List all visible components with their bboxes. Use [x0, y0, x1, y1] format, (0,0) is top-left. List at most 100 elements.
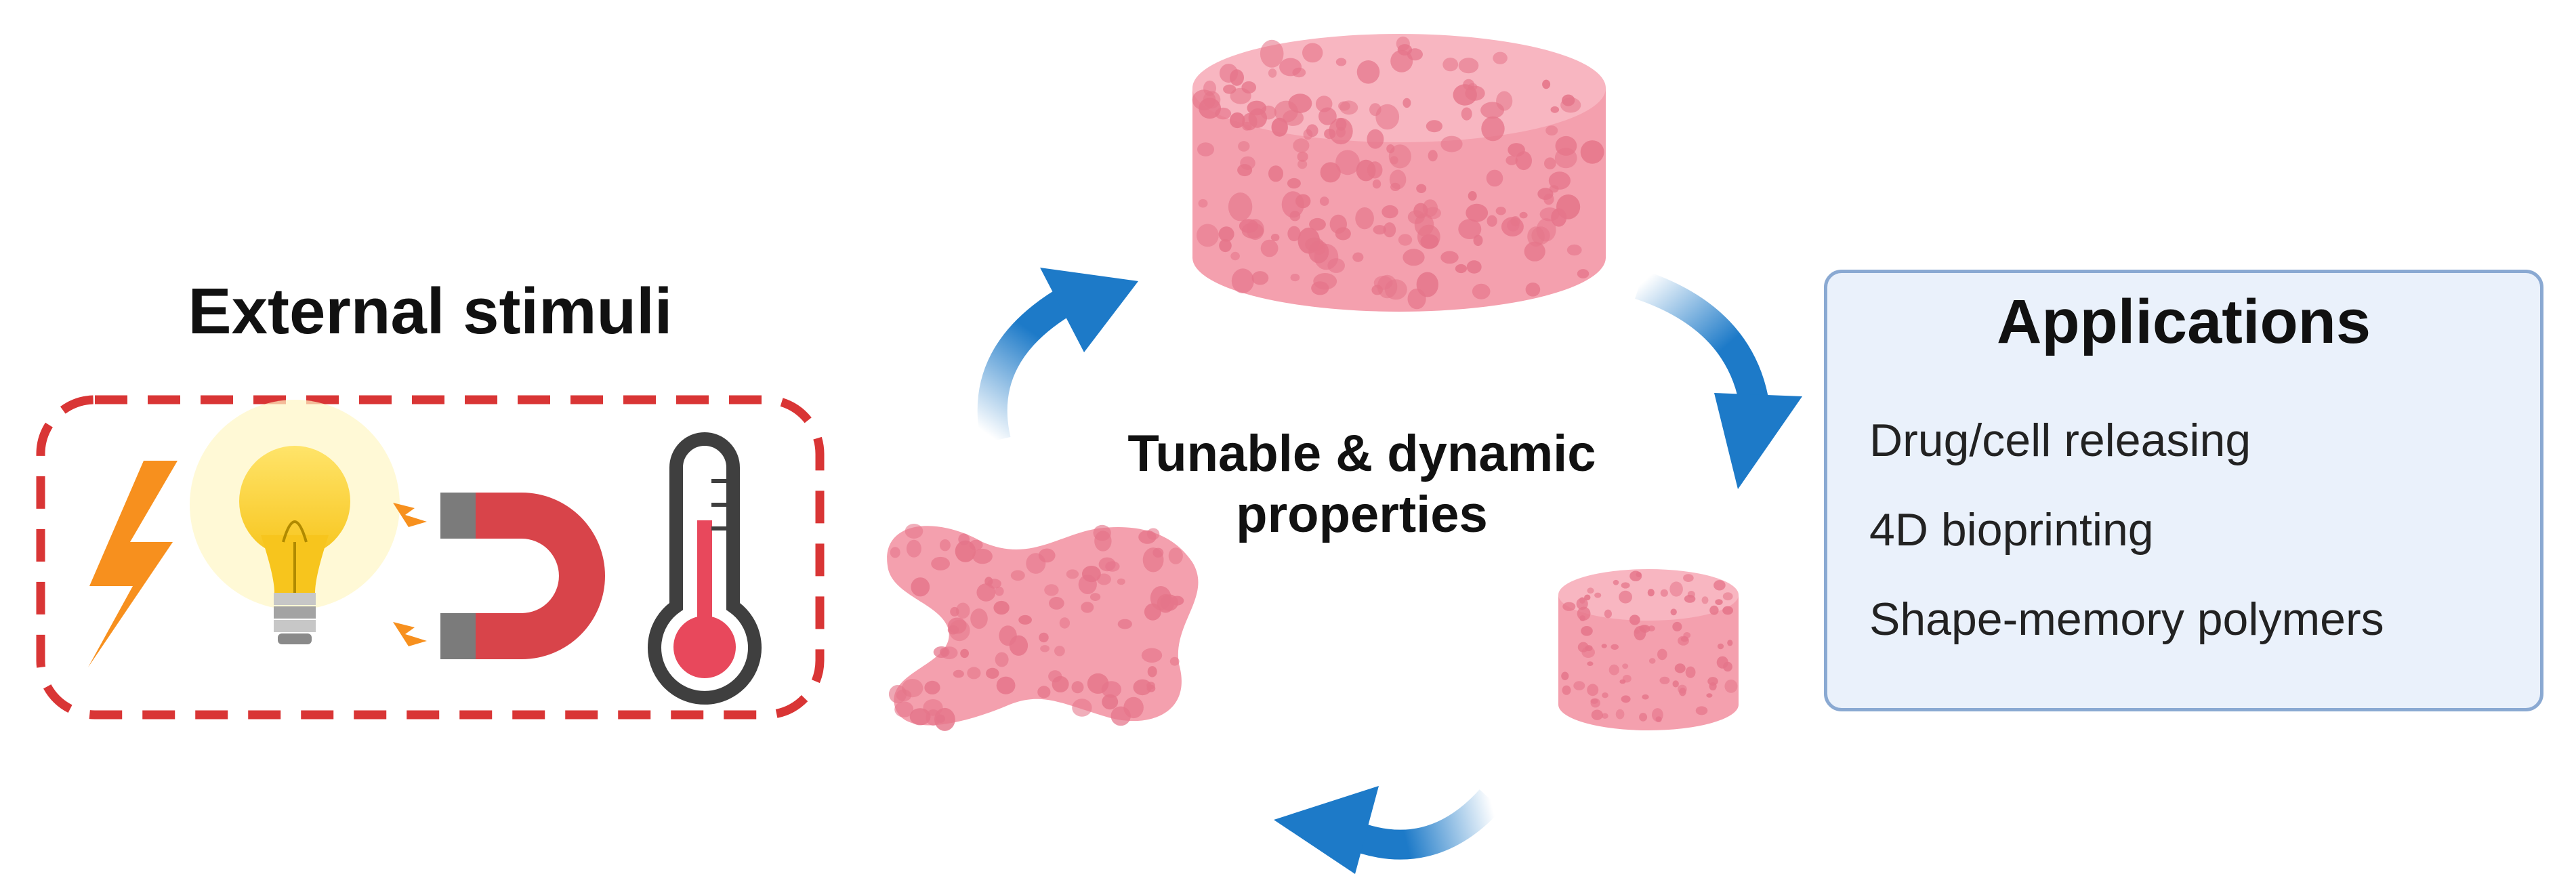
scaffold-pore	[902, 679, 923, 698]
scaffold-pore	[1636, 572, 1642, 577]
scaffold-pore	[1621, 582, 1630, 589]
scaffold-pore	[1293, 138, 1310, 153]
scaffold-pore	[1150, 586, 1171, 610]
scaffold-pore	[1587, 587, 1594, 594]
scaffold-pore	[1251, 271, 1269, 285]
scaffold-pore	[1543, 193, 1554, 205]
scaffold-pore	[1308, 241, 1329, 264]
cycle-label-line1: Tunable & dynamic	[1127, 425, 1596, 482]
scaffold-pore	[1168, 547, 1183, 564]
scaffold-pore	[1306, 124, 1318, 138]
scaffold-pore	[958, 533, 970, 545]
scaffold-pore	[1302, 43, 1323, 63]
scaffold-pore	[1388, 144, 1411, 169]
scaffold-pore	[1670, 608, 1677, 616]
scaffold-pore	[1428, 150, 1438, 162]
scaffold-pore	[1389, 169, 1407, 190]
application-item: Shape-memory polymers	[1869, 594, 2384, 645]
scaffold-pore	[1048, 670, 1062, 683]
scaffold-pore	[1706, 693, 1713, 698]
scaffold-pore	[1390, 156, 1398, 165]
scaffold-pore	[1290, 274, 1300, 282]
scaffold-pore	[1420, 234, 1439, 249]
scaffold-pore	[1466, 260, 1482, 274]
scaffold-pore	[1545, 125, 1558, 136]
scaffold-pore	[1274, 100, 1298, 123]
scaffold-pore	[1629, 615, 1640, 625]
scaffold-pore	[1510, 216, 1520, 227]
scaffold-pore	[1044, 584, 1059, 596]
scaffold-pore	[987, 579, 1001, 589]
scaffold-pore	[1329, 214, 1348, 234]
scaffold-pore	[1659, 676, 1670, 684]
scaffold-pore	[1672, 680, 1679, 688]
scaffold-pore	[1260, 39, 1284, 68]
stimuli-frame	[36, 395, 825, 720]
scaffold-pore	[1622, 675, 1632, 683]
scaffold-pore	[1577, 642, 1589, 652]
scaffold-pore	[1524, 241, 1545, 262]
cycle-arrow-upper-left	[977, 268, 1138, 444]
lightning-bolt-icon	[88, 461, 178, 667]
scaffold-pore	[1093, 524, 1111, 541]
scaffold-pore	[1198, 199, 1208, 208]
scaffold-pore	[1054, 646, 1065, 657]
scaffold-pore	[1621, 695, 1631, 703]
compressed-scaffold	[1558, 569, 1739, 730]
scaffold-pore	[1416, 184, 1427, 193]
scaffold-pore	[1117, 578, 1125, 585]
scaffold-pore	[1230, 112, 1245, 129]
scaffold-pore	[1648, 658, 1656, 664]
scaffold-pore	[1611, 644, 1619, 650]
scaffold-pore	[1081, 602, 1094, 613]
scaffold-pore	[1601, 713, 1608, 719]
scaffold-pore	[1591, 709, 1603, 720]
scaffold-pore	[955, 602, 970, 619]
scaffold-pore	[1579, 615, 1586, 621]
scaffold-pore	[1505, 155, 1518, 165]
scaffold-pore	[1039, 632, 1049, 643]
scaffold-pore	[1287, 226, 1301, 242]
scaffold-pore	[970, 608, 988, 629]
scaffold-pore	[1009, 635, 1029, 656]
scaffold-pore	[969, 539, 983, 551]
scaffold-pore	[1715, 599, 1723, 605]
scaffold-pore	[1577, 269, 1590, 278]
scaffold-pore	[1555, 136, 1577, 156]
scaffold-pore	[1550, 106, 1560, 113]
scaffold-pore	[1066, 569, 1079, 579]
scaffold-pore	[1382, 205, 1398, 219]
scaffold-pore	[1373, 225, 1387, 235]
scaffold-pore	[1010, 570, 1025, 581]
scaffold-pore	[1367, 129, 1384, 149]
scaffold-pore	[1403, 249, 1425, 266]
scaffold-pore	[1147, 666, 1157, 678]
scaffold-pore	[1608, 664, 1619, 675]
scaffold-pore	[1320, 162, 1341, 183]
scaffold-pore	[1355, 207, 1374, 230]
scaffold-pore	[1508, 143, 1525, 157]
scaffold-pore	[1146, 682, 1155, 690]
scaffold-pore	[1319, 196, 1329, 206]
scaffold-pore	[1713, 580, 1726, 591]
scaffold-pore	[1297, 151, 1308, 162]
scaffold-pore	[1707, 677, 1718, 686]
scaffold-pore	[1416, 272, 1438, 297]
scaffold-pore	[1152, 547, 1164, 558]
scaffold-pore	[1652, 708, 1663, 722]
scaffold-pore	[939, 648, 949, 657]
scaffold-pore	[1587, 684, 1599, 696]
scaffold-pore	[1241, 81, 1256, 93]
scaffold-pore	[993, 600, 1010, 615]
scaffold-pore	[996, 676, 1016, 694]
scaffold-pore	[1472, 283, 1491, 299]
scaffold-pore	[1240, 156, 1255, 170]
scaffold-pore	[995, 652, 1009, 667]
scaffold-pore	[1199, 98, 1221, 119]
deformed-scaffold	[887, 524, 1199, 731]
stimuli-title: External stimuli	[188, 275, 673, 348]
scaffold-pore	[1461, 107, 1472, 121]
scaffold-pore	[1090, 593, 1101, 601]
scaffold-pore	[1040, 645, 1050, 652]
scaffold-pore	[1496, 91, 1513, 111]
